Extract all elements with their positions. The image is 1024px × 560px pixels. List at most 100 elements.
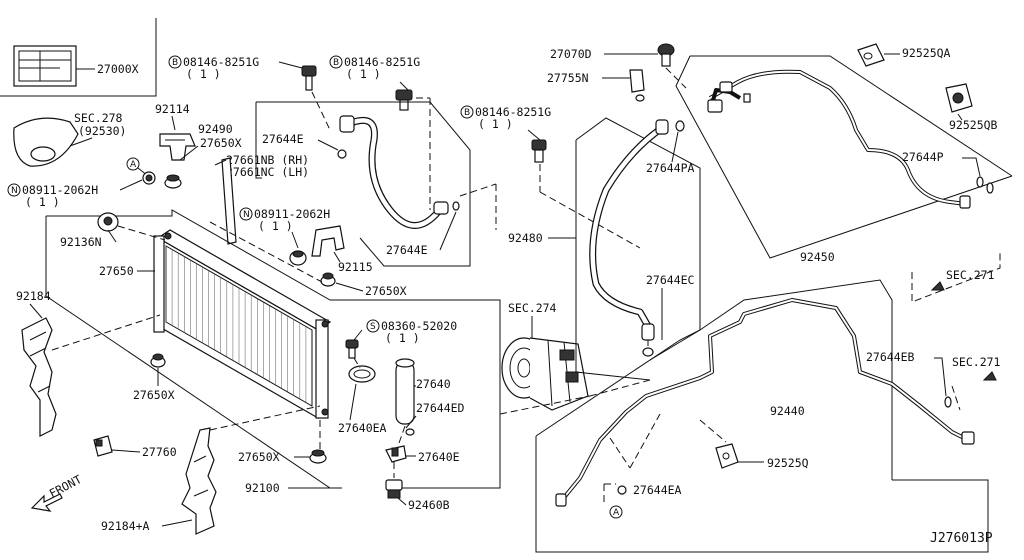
receiver-drier-27640 xyxy=(395,358,415,425)
n-mark-1-letter: N xyxy=(11,186,18,196)
label-92136n: 92136N xyxy=(60,235,102,249)
label-92525qb: 92525QB xyxy=(949,118,998,132)
label-sec271-b: SEC.271 xyxy=(952,355,1001,369)
oring-27644ec xyxy=(642,347,654,357)
b-mark-2 xyxy=(329,55,343,69)
seal-strip-27661 xyxy=(221,157,237,245)
label-bolt-3: 08146-8251G xyxy=(475,105,551,119)
s-mark xyxy=(366,319,380,333)
label-27000x: 27000X xyxy=(97,62,139,76)
a-mark-1 xyxy=(126,157,140,171)
label-92450: 92450 xyxy=(800,250,835,264)
label-27640ea: 27640EA xyxy=(338,421,387,435)
bolt-icon-3 xyxy=(531,139,547,163)
oring-27644e-b xyxy=(452,201,460,211)
label-27650x-c: 27650X xyxy=(133,388,175,402)
compressor-sec274 xyxy=(501,337,589,411)
callout-frame-92100 xyxy=(46,209,501,489)
label-nut-1: 08911-2062H xyxy=(22,183,98,197)
grommet-27650x-d xyxy=(309,449,327,464)
b-mark-3-letter: B xyxy=(464,108,470,118)
label-sec278-sub: (92530) xyxy=(78,124,126,138)
label-92100: 92100 xyxy=(245,481,280,495)
callout-frame-92490 xyxy=(255,102,262,179)
oring-27644ea xyxy=(617,485,627,495)
hose-92480 xyxy=(589,119,669,341)
grommet-27650x-b xyxy=(320,272,336,287)
label-27644eb: 27644EB xyxy=(866,350,915,364)
label-front: FRONT xyxy=(47,472,84,501)
plug-27640e xyxy=(385,445,407,463)
label-27644e-b: 27644E xyxy=(386,243,428,257)
label-nut-1-qty: ( 1 ) xyxy=(25,195,60,209)
label-bolt-2: 08146-8251G xyxy=(344,55,420,69)
label-27650x-d: 27650X xyxy=(238,450,280,464)
deflector-92184a xyxy=(181,427,217,535)
label-27644ea: 27644EA xyxy=(633,483,682,497)
b-mark-1 xyxy=(168,55,182,69)
clip-92525qa xyxy=(857,43,885,67)
arrow-sec271-a-icon xyxy=(930,281,945,291)
callout-frame-92480 xyxy=(575,117,701,361)
oring-27644p-b xyxy=(986,182,994,194)
label-screw: 08360-52020 xyxy=(381,319,457,333)
label-nut-2: 08911-2062H xyxy=(254,207,330,221)
label-bolt-3-qty: ( 1 ) xyxy=(478,117,513,131)
clip-92525q xyxy=(715,443,739,469)
label-sec278: SEC.278 xyxy=(74,111,123,125)
label-nut-2-qty: ( 1 ) xyxy=(258,219,293,233)
nut-left xyxy=(142,171,156,185)
label-92184a: 92184+A xyxy=(101,519,150,533)
grommet-27650x-a xyxy=(164,174,182,189)
grommet-27650x-c xyxy=(150,353,166,368)
clip-27755n xyxy=(629,69,645,102)
clip-92525qb xyxy=(945,83,973,113)
bracket-92114 xyxy=(159,133,196,161)
label-27640: 27640 xyxy=(416,377,451,391)
bolt-icon-1 xyxy=(301,65,317,91)
bracket-sec278 xyxy=(13,117,93,167)
s-mark-letter: S xyxy=(370,322,376,332)
clamp-27640ea xyxy=(348,365,376,383)
label-bolt-2-qty: ( 1 ) xyxy=(346,67,381,81)
label-92525q: 92525Q xyxy=(767,456,809,470)
label-27070d: 27070D xyxy=(550,47,592,61)
oring-27644eb xyxy=(944,396,952,408)
a-mark-2-letter: A xyxy=(613,508,620,518)
bracket-92115 xyxy=(311,225,345,257)
a-mark-2 xyxy=(609,505,623,519)
label-sec271-a: SEC.271 xyxy=(946,268,995,282)
switch-92460b xyxy=(385,479,403,499)
label-27650: 27650 xyxy=(99,264,134,278)
b-mark-2-letter: B xyxy=(333,58,339,68)
label-sec274: SEC.274 xyxy=(508,301,557,315)
label-27650x-b: 27650X xyxy=(365,284,407,298)
label-27661nb: 27661NB (RH) xyxy=(226,153,309,167)
clip-27070d xyxy=(657,43,675,67)
label-92115: 92115 xyxy=(338,260,373,274)
label-92480: 92480 xyxy=(508,231,543,245)
label-bolt-1: 08146-8251G xyxy=(183,55,259,69)
condenser-27650 xyxy=(153,229,332,420)
label-92114: 92114 xyxy=(155,102,190,116)
label-92525qa: 92525QA xyxy=(902,46,951,60)
label-27755n: 27755N xyxy=(547,71,589,85)
n-mark-2 xyxy=(239,207,253,221)
screw-icon xyxy=(345,339,359,359)
callout-frame-92450 xyxy=(690,55,1013,177)
label-92184: 92184 xyxy=(16,289,51,303)
n-mark-1 xyxy=(7,183,21,197)
oring-27644pa xyxy=(675,120,685,132)
oring-27644e-top xyxy=(337,149,347,159)
arrow-sec271-b-icon xyxy=(982,371,997,381)
b-mark-1-letter: B xyxy=(172,58,178,68)
label-27661nc: 27661NC (LH) xyxy=(226,165,309,179)
label-92490: 92490 xyxy=(198,122,233,136)
callout-frame-92440 xyxy=(535,436,989,553)
b-mark-3 xyxy=(460,105,474,119)
label-27760: 27760 xyxy=(142,445,177,459)
label-27644ec: 27644EC xyxy=(646,273,695,287)
bracket-27760 xyxy=(93,435,113,457)
